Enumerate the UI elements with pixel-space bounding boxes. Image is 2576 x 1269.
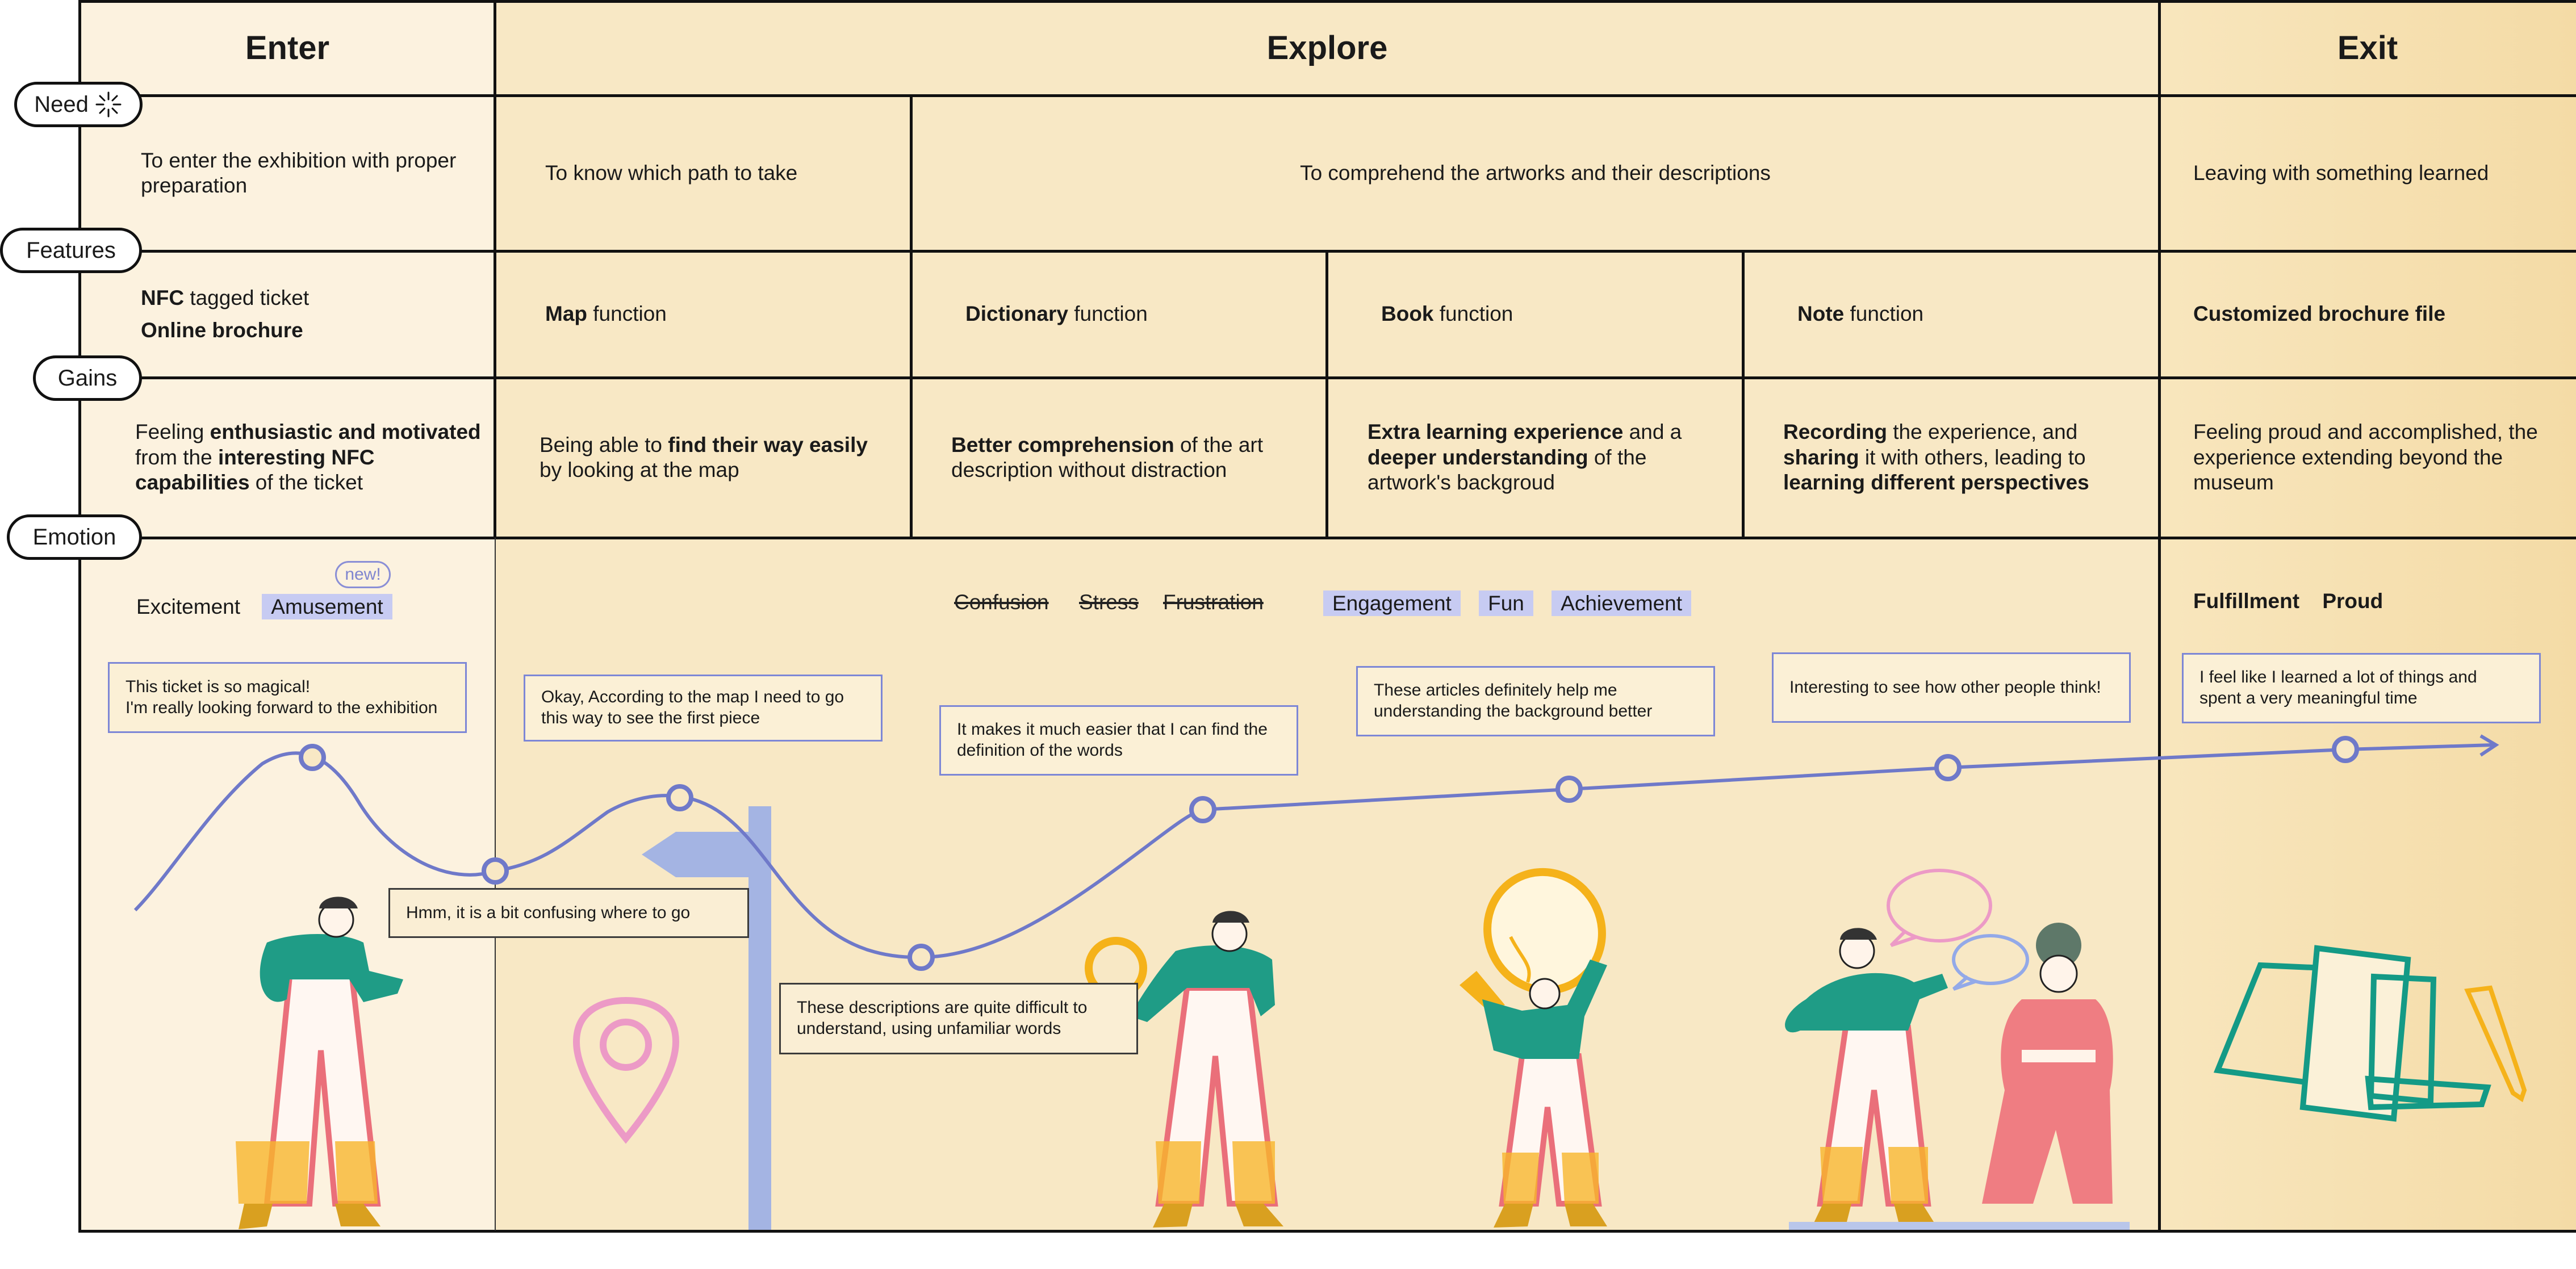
curve-point-map [666, 784, 693, 811]
gains-map: Being able to find their way easily by l… [540, 433, 868, 481]
emotion-struck-stress: Stress [1079, 590, 1139, 614]
emotion-curve [133, 734, 2499, 971]
emotion-explore-chips: Engagement Fun Achievement [1323, 590, 1692, 616]
curve-point-exit [2332, 736, 2359, 763]
dictionary-book-divider [1325, 250, 1328, 538]
explore-exit-divider [2158, 0, 2161, 1233]
quote-note: Interesting to see how other people thin… [1772, 652, 2131, 723]
emotion-fun-chip: Fun [1479, 590, 1533, 616]
row-label-gains: Gains [33, 355, 142, 401]
curve-point-note [1934, 754, 1962, 781]
features-enter: NFC tagged ticket Online brochure [141, 251, 459, 378]
need-column-divider [910, 94, 913, 538]
phase-explore: Explore [1266, 29, 1388, 66]
feature-online-brochure: Online brochure [141, 318, 303, 342]
book-note-divider [1742, 250, 1745, 538]
pencil-icon [2464, 985, 2527, 1103]
features-map: Map function [545, 302, 667, 326]
phase-exit: Exit [2337, 29, 2398, 66]
gains-note: Recording the experience, and sharing it… [1783, 420, 2089, 495]
quote-confused: Hmm, it is a bit confusing where to go [388, 888, 749, 938]
need-comprehend: To comprehend the artworks and their des… [1300, 161, 1771, 185]
left-border [78, 0, 81, 1233]
features-book: Book function [1381, 302, 1513, 326]
emotion-engagement-chip: Engagement [1323, 590, 1461, 616]
need-enter: To enter the exhibition with proper prep… [141, 148, 457, 197]
gains-dictionary: Better comprehension of the art descript… [951, 433, 1264, 481]
person-dictionary-illustration [1085, 911, 1283, 1228]
enter-explore-divider [494, 0, 496, 538]
person-enter-illustration [236, 897, 403, 1229]
curve-point-dictionary [1189, 796, 1216, 823]
features-exit: Customized brochure file [2193, 302, 2446, 326]
need-path: To know which path to take [545, 161, 798, 185]
row-label-features: Features [0, 228, 142, 273]
emotion-enter: Excitement Amusement [136, 594, 392, 619]
quote-exit: I feel like I learned a lot of things an… [2182, 653, 2541, 723]
phase-enter: Enter [245, 29, 330, 66]
emotion-struck-confusion: Confusion [954, 590, 1049, 614]
features-note: Note function [1797, 302, 1924, 326]
speech-bubble-icon [1887, 869, 2029, 991]
curve-point-book [1555, 776, 1583, 803]
emotion-exit: Fulfillment Proud [2193, 589, 2383, 613]
signpost-icon [642, 806, 771, 1230]
curve-point-confused [482, 857, 509, 885]
quote-dictionary: It makes it much easier that I can find … [939, 705, 1298, 776]
curve-point-difficult [908, 944, 935, 971]
feature-ticket: tagged ticket [184, 286, 310, 310]
person-note-illustration [1785, 869, 2130, 1230]
emotion-achievement-chip: Achievement [1552, 590, 1692, 616]
gains-book: Extra learning experience and a deeper u… [1368, 420, 1682, 495]
quote-difficult: These descriptions are quite difficult t… [779, 983, 1138, 1054]
curve-point-enter [299, 744, 326, 771]
sparkle-icon [95, 91, 122, 118]
features-dictionary: Dictionary function [965, 302, 1148, 326]
top-border [80, 0, 2576, 3]
new-badge: new! [335, 561, 391, 588]
map-pin-icon [572, 996, 680, 1144]
quote-map: Okay, According to the map I need to go … [524, 675, 883, 742]
need-exit: Leaving with something learned [2193, 161, 2489, 185]
feature-nfc: NFC [141, 286, 185, 310]
gains-exit: Feeling proud and accomplished, the expe… [2193, 420, 2538, 495]
lightbulb-icon [1460, 868, 1606, 1011]
emotion-amusement-chip: Amusement [262, 594, 392, 619]
gains-enter: Feeling enthusiastic and motivated from … [135, 420, 481, 495]
quote-book: These articles definitely help me unders… [1356, 666, 1715, 736]
person-book-illustration [1460, 868, 1607, 1228]
header-divider [80, 94, 2576, 97]
emotion-struck-frustration: Frustration [1163, 590, 1264, 614]
brochure-papers-icon [2213, 945, 2491, 1122]
quote-enter: This ticket is so magical! I'm really lo… [108, 662, 467, 733]
row-label-need: Need [14, 82, 143, 127]
row-label-emotion: Emotion [7, 514, 142, 560]
gains-divider [80, 537, 2576, 539]
bottom-border [80, 1230, 2576, 1233]
